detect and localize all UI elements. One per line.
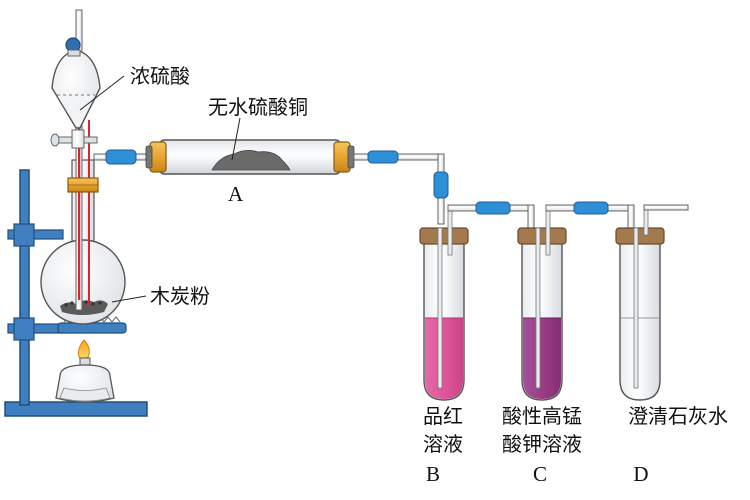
label-b-line2: 溶液 [423, 432, 463, 456]
connector-c-to-d [545, 201, 635, 236]
label-b-line1: 品红 [423, 404, 463, 428]
delivery-tube-flask-to-a [93, 149, 147, 165]
leader-line-charcoal [111, 295, 147, 303]
drying-tube-a [145, 117, 355, 175]
test-tube-c [517, 204, 567, 401]
alcohol-lamp [55, 339, 115, 403]
label-d-line1: 澄清石灰水 [628, 404, 728, 428]
test-tube-b [419, 204, 469, 401]
label-charcoal-powder: 木炭粉 [150, 284, 210, 308]
label-c-line2: 酸钾溶液 [502, 432, 582, 456]
delivery-tube-a-to-b [353, 150, 449, 225]
label-conc-sulfuric-acid: 浓硫酸 [130, 64, 190, 88]
label-c-line1: 酸性高锰 [502, 404, 582, 428]
label-d-letter: D [633, 462, 649, 486]
test-tube-d [615, 204, 689, 401]
separatory-funnel [50, 9, 101, 311]
label-b-letter: B [425, 462, 440, 486]
leader-line-acid [79, 75, 125, 111]
label-tube-a: A [228, 182, 244, 206]
label-anhydrous-copper-sulfate: 无水硫酸铜 [208, 95, 308, 119]
connector-b-to-c [447, 201, 535, 236]
label-c-letter: C [532, 462, 547, 486]
